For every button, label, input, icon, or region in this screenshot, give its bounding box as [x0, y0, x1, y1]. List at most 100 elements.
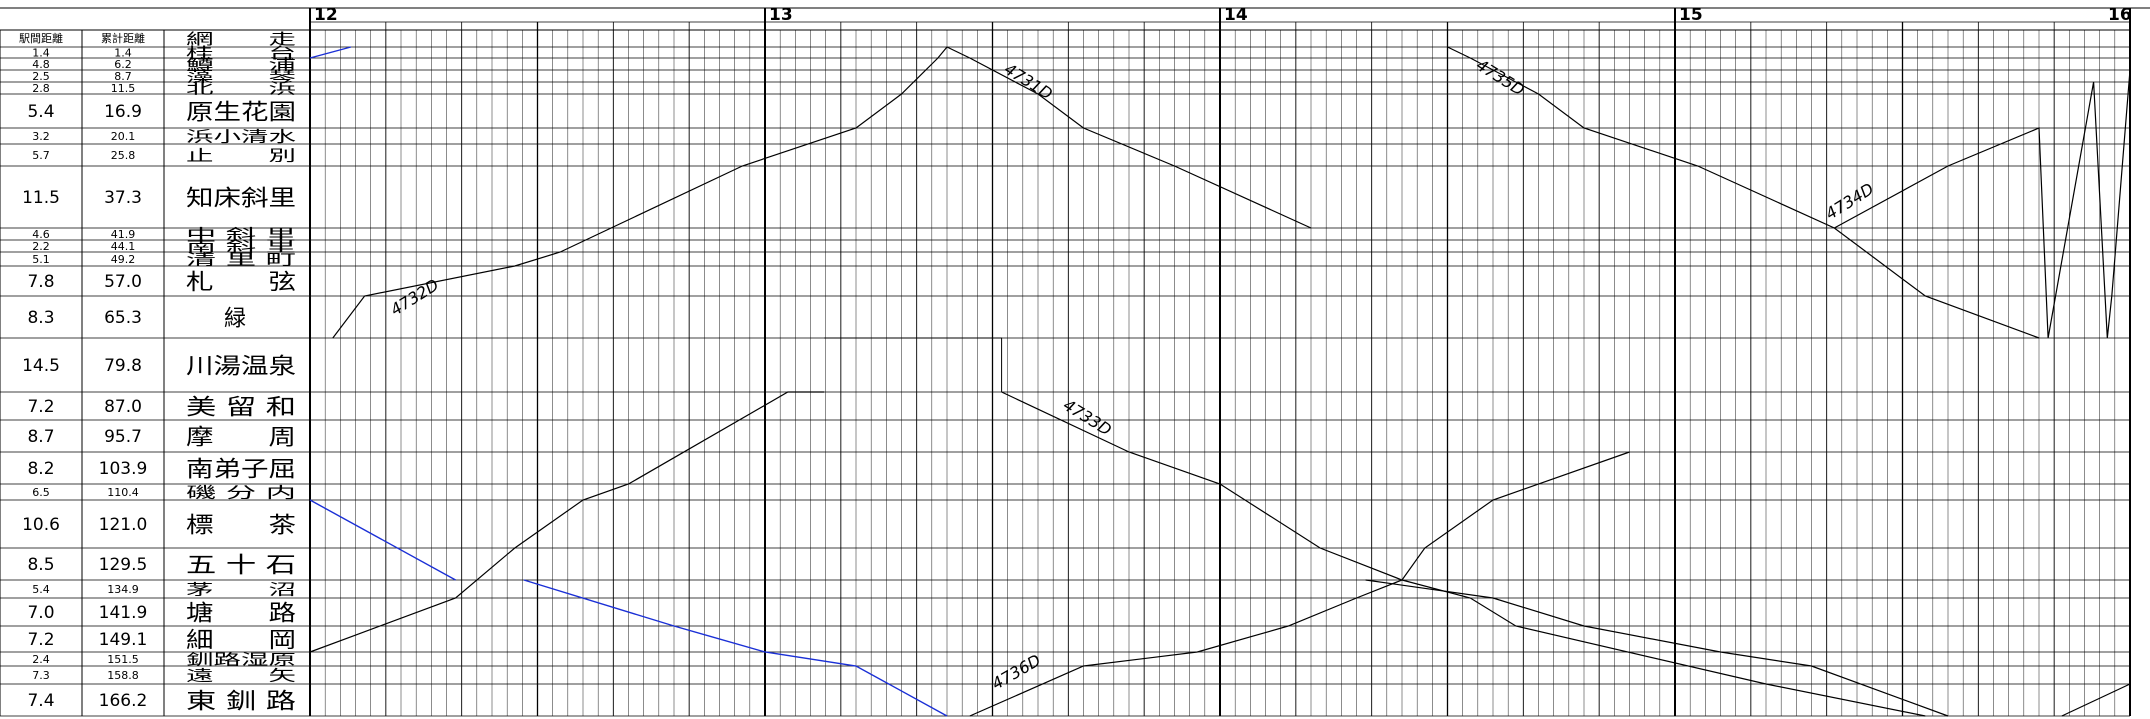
hour-label-13: 13	[769, 5, 793, 25]
train-line-4731D	[946, 46, 1312, 229]
station-name-5: 原生花園	[186, 100, 296, 125]
train-line-4732D	[332, 46, 948, 339]
station-cumulative-2: 6.2	[114, 58, 132, 71]
station-interval-24: 2.4	[32, 653, 50, 666]
station-cumulative-26: 166.2	[99, 691, 148, 711]
station-interval-1: 1.4	[32, 46, 50, 59]
station-interval-21: 5.4	[32, 583, 50, 596]
station-name-25: 遠 矢	[186, 667, 296, 685]
station-name-13: 緑	[224, 306, 246, 331]
train-line-up-late	[2061, 683, 2131, 717]
station-name-21: 茅 沼	[186, 581, 296, 599]
station-cumulative-4: 11.5	[111, 82, 136, 95]
station-interval-10: 2.2	[32, 240, 50, 253]
station-cumulative-10: 44.1	[111, 240, 136, 253]
station-interval-3: 2.5	[32, 70, 50, 83]
station-cumulative-12: 57.0	[104, 272, 142, 292]
station-cumulative-3: 8.7	[114, 70, 132, 83]
station-cumulative-1: 1.4	[114, 46, 132, 59]
station-cumulative-14: 79.8	[104, 356, 142, 376]
station-interval-18: 6.5	[32, 486, 50, 499]
station-interval-6: 3.2	[32, 130, 50, 143]
station-name-0: 網 走	[186, 30, 296, 48]
station-cumulative-16: 95.7	[104, 427, 142, 447]
station-interval-4: 2.8	[32, 82, 50, 95]
train-dwell-kawayu	[824, 337, 1003, 392]
station-name-9: 中 斜 里	[186, 226, 296, 244]
station-name-14: 川湯温泉	[186, 354, 296, 379]
train-line-4733D	[1001, 391, 1926, 717]
station-interval-16: 8.7	[27, 427, 54, 447]
station-name-12: 札 弦	[186, 270, 296, 295]
station-name-6: 浜小清水	[186, 128, 296, 146]
train-line-4734D	[1834, 69, 2131, 339]
station-interval-20: 8.5	[27, 555, 54, 575]
station-name-26: 東 釧 路	[186, 689, 296, 714]
station-name-1: 桂 台	[186, 44, 296, 62]
blue-train-line-top	[309, 46, 352, 59]
station-name-23: 細 岡	[186, 628, 296, 653]
station-cumulative-17: 103.9	[99, 459, 148, 479]
station-cumulative-22: 141.9	[99, 603, 148, 623]
station-interval-9: 4.6	[32, 228, 50, 241]
train-label-4732D: 4732D	[387, 275, 442, 319]
hour-label-14: 14	[1224, 5, 1248, 25]
train-label-4735D: 4735D	[1473, 55, 1528, 99]
station-cumulative-7: 25.8	[111, 149, 136, 162]
station-cumulative-24: 151.5	[107, 653, 139, 666]
station-name-15: 美 留 和	[186, 395, 296, 420]
station-name-20: 五 十 石	[186, 553, 296, 578]
station-cumulative-15: 87.0	[104, 397, 142, 417]
station-name-22: 塘 路	[186, 601, 296, 626]
station-name-16: 摩 周	[186, 425, 296, 450]
hour-label-16: 16	[2108, 5, 2132, 25]
train-lines	[309, 46, 2131, 717]
station-interval-23: 7.2	[27, 630, 54, 650]
station-interval-14: 14.5	[22, 356, 60, 376]
station-cumulative-13: 65.3	[104, 308, 142, 328]
station-interval-8: 11.5	[22, 188, 60, 208]
station-name-18: 磯 分 内	[186, 484, 296, 502]
station-interval-11: 5.1	[32, 253, 50, 266]
train-label-4734D: 4734D	[1822, 179, 1877, 223]
station-interval-13: 8.3	[27, 308, 54, 328]
header-interval-distance: 駅間距離	[19, 31, 63, 45]
station-cumulative-19: 121.0	[99, 515, 148, 535]
station-interval-15: 7.2	[27, 397, 54, 417]
station-cumulative-25: 158.8	[107, 669, 139, 682]
station-interval-25: 7.3	[32, 669, 50, 682]
station-cumulative-20: 129.5	[99, 555, 148, 575]
station-name-10: 南 斜 里	[186, 238, 296, 256]
station-interval-22: 7.0	[27, 603, 54, 623]
station-interval-7: 5.7	[32, 149, 50, 162]
station-name-17: 南弟子屈	[186, 457, 296, 482]
station-interval-12: 7.8	[27, 272, 54, 292]
blue-train-line-bottom	[523, 579, 948, 717]
train-line-4735D	[1447, 46, 2040, 339]
station-cumulative-8: 37.3	[104, 188, 142, 208]
train-line-down-late	[1365, 579, 1949, 717]
train-label-4731D: 4731D	[1001, 59, 1056, 103]
train-line-4736D	[969, 451, 1630, 717]
station-cumulative-11: 49.2	[111, 253, 136, 266]
station-name-7: 止 別	[186, 147, 296, 165]
station-interval-26: 7.4	[27, 691, 54, 711]
station-interval-5: 5.4	[27, 102, 54, 122]
station-name-2: 鱒 浦	[186, 56, 296, 74]
station-name-11: 清 里 町	[186, 251, 296, 269]
station-name-24: 釧路湿原	[186, 651, 296, 669]
station-interval-19: 10.6	[22, 515, 60, 535]
station-cumulative-23: 149.1	[99, 630, 148, 650]
station-cumulative-9: 41.9	[111, 228, 136, 241]
station-cumulative-21: 134.9	[107, 583, 139, 596]
header-cumulative-distance: 累計距離	[101, 31, 145, 45]
hour-label-12: 12	[314, 5, 338, 25]
train-line-4733D-up	[309, 391, 825, 653]
blue-train-line-mid	[309, 499, 456, 581]
station-name-3: 藻 琴	[186, 68, 296, 86]
station-name-8: 知床斜里	[186, 186, 296, 211]
station-cumulative-5: 16.9	[104, 102, 142, 122]
station-interval-17: 8.2	[27, 459, 54, 479]
